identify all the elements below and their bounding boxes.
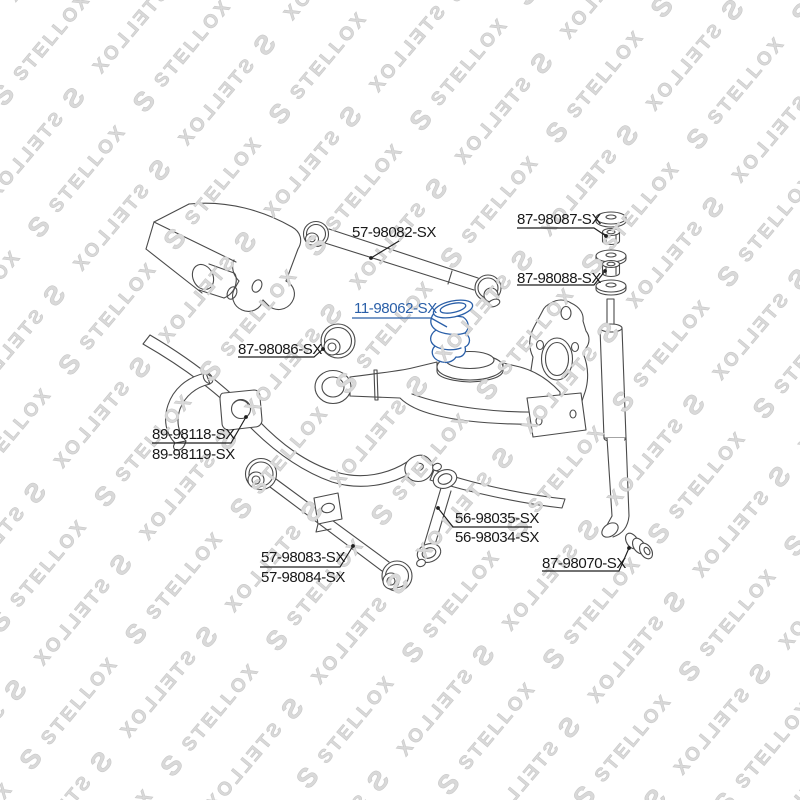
shock-absorber xyxy=(599,298,630,538)
part-label-stack-nut: 87-98088-SX xyxy=(517,270,601,287)
subframe-bracket xyxy=(145,202,302,312)
rear-lateral-rod xyxy=(244,457,413,592)
part-label-stab-bushing-a: 89-98118-SX xyxy=(152,426,235,443)
washer-nut-stack xyxy=(595,211,627,296)
upper-lateral-rod xyxy=(302,220,502,308)
part-label-link-a: 56-98035-SX xyxy=(455,510,539,527)
part-label-bump-stop-link[interactable]: 11-98062-SX xyxy=(354,300,437,317)
part-label-stab-bushing-b: 89-98119-SX xyxy=(152,446,235,463)
arm-bushing xyxy=(320,323,356,359)
lower-control-arm xyxy=(314,350,587,438)
part-label-upper-rod: 57-98082-SX xyxy=(352,224,436,241)
part-label-rear-rod-b: 57-98084-SX xyxy=(261,569,345,586)
part-label-link-b: 56-98034-SX xyxy=(455,529,539,546)
part-label-shock-bushing: 87-98070-SX xyxy=(542,555,626,572)
part-label-arm-bushing: 87-98086-SX xyxy=(238,341,322,358)
part-label-rear-rod-a: 57-98083-SX xyxy=(261,549,345,566)
shock-lower-bushing xyxy=(624,532,654,560)
part-label-stack-washer: 87-98087-SX xyxy=(517,211,601,228)
stabilizer-link xyxy=(416,462,458,568)
